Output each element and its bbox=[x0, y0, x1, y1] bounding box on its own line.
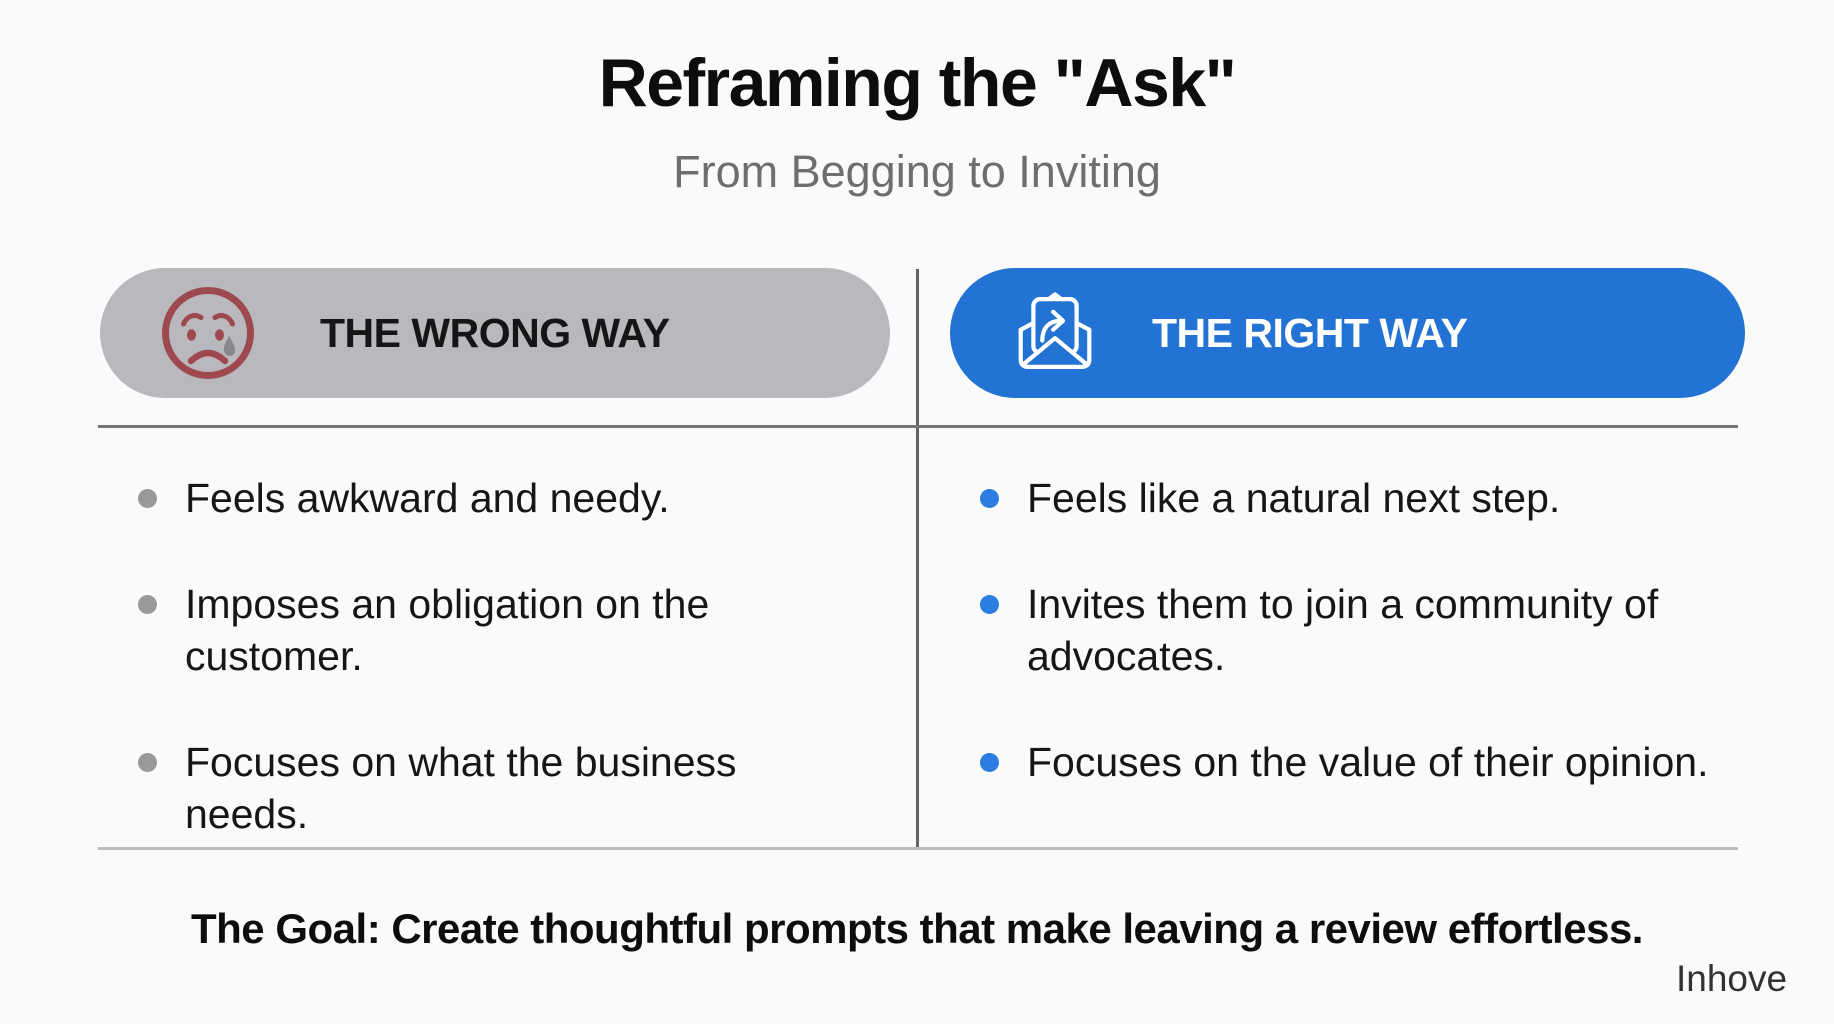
list-item: Invites them to join a community of advo… bbox=[980, 578, 1720, 682]
bullet-dot bbox=[138, 753, 157, 772]
goal-statement: The Goal: Create thoughtful prompts that… bbox=[191, 905, 1643, 952]
list-item: Feels awkward and needy. bbox=[138, 472, 868, 524]
list-item-text: Feels like a natural next step. bbox=[1027, 475, 1561, 521]
bullet-dot bbox=[138, 595, 157, 614]
wrong-way-list: Feels awkward and needy. Imposes an obli… bbox=[138, 472, 868, 894]
right-way-list: Feels like a natural next step. Invites … bbox=[980, 472, 1720, 842]
crying-face-icon bbox=[162, 287, 254, 379]
list-item-text: Invites them to join a community of advo… bbox=[1027, 581, 1659, 679]
bullet-dot bbox=[980, 595, 999, 614]
bottom-rule bbox=[98, 847, 1738, 850]
wrong-way-label: THE WRONG WAY bbox=[320, 309, 670, 356]
list-item: Focuses on what the business needs. bbox=[138, 736, 868, 840]
page-subtitle: From Begging to Inviting bbox=[673, 146, 1161, 197]
right-way-header-pill: THE RIGHT WAY bbox=[950, 268, 1745, 398]
wrong-way-header-pill: THE WRONG WAY bbox=[100, 268, 890, 398]
right-way-label: THE RIGHT WAY bbox=[1152, 309, 1468, 356]
list-item: Imposes an obligation on the customer. bbox=[138, 578, 868, 682]
top-rule bbox=[98, 425, 1738, 428]
envelope-share-icon bbox=[1018, 292, 1092, 369]
brand-watermark: Inhove bbox=[1676, 958, 1788, 999]
list-item-text: Feels awkward and needy. bbox=[185, 475, 670, 521]
column-divider bbox=[916, 269, 919, 850]
list-item: Feels like a natural next step. bbox=[980, 472, 1720, 524]
bullet-dot bbox=[980, 753, 999, 772]
list-item-text: Focuses on the value of their opinion. bbox=[1027, 739, 1709, 785]
page-title: Reframing the "Ask" bbox=[598, 45, 1237, 121]
bullet-dot bbox=[138, 489, 157, 508]
bullet-dot bbox=[980, 489, 999, 508]
list-item-text: Focuses on what the business needs. bbox=[185, 739, 737, 837]
list-item-text: Imposes an obligation on the customer. bbox=[185, 581, 710, 679]
list-item: Focuses on the value of their opinion. bbox=[980, 736, 1720, 788]
